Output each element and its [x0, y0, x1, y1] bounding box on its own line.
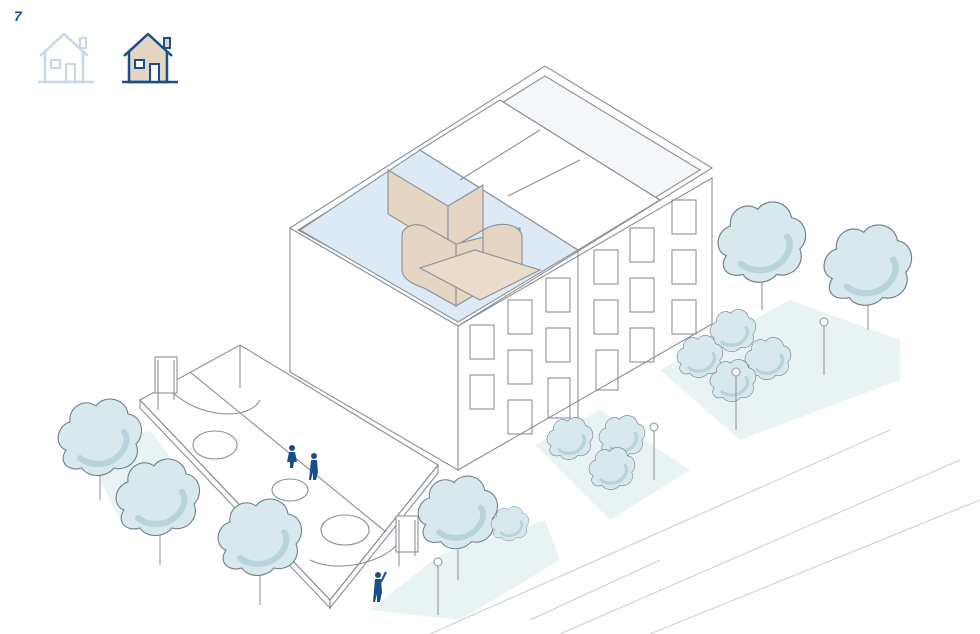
house-option-active-icon[interactable]: [120, 30, 182, 86]
people: [287, 445, 387, 602]
basketball-hoop-right: [395, 515, 419, 566]
windows: [469, 199, 697, 435]
trees: [58, 202, 912, 605]
basketball-court: [139, 344, 439, 610]
house-option-inactive-icon[interactable]: [36, 30, 98, 86]
street-lines: [429, 429, 980, 634]
school-building: [288, 65, 714, 471]
page-number: 7: [14, 8, 22, 24]
wooden-partition: [387, 169, 542, 307]
basketball-hoop-left: [154, 356, 178, 410]
lamp-posts: [433, 317, 829, 615]
